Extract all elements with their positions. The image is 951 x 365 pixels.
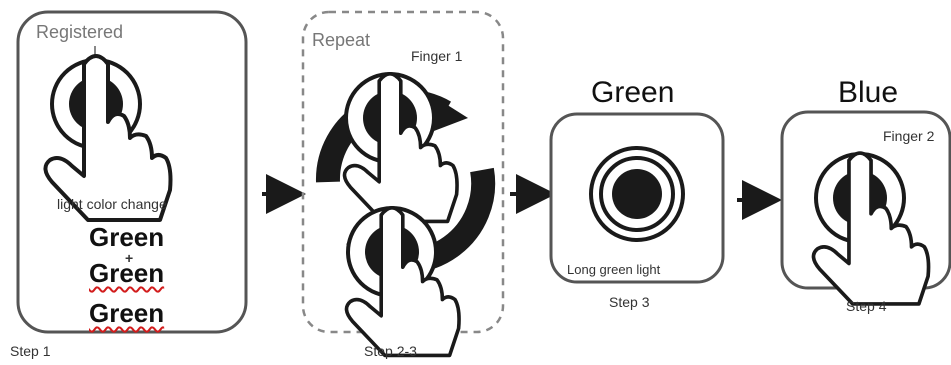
- registered-label: Registered: [36, 22, 124, 42]
- blue-heading: Blue: [838, 76, 899, 109]
- finger-1-label: Finger 1: [411, 48, 463, 64]
- color-label-green-1: Green: [89, 222, 165, 252]
- step-4-label: Step 4: [846, 298, 887, 314]
- long-green-light-label: Long green light: [567, 262, 661, 277]
- step-1-label: Step 1: [10, 343, 51, 359]
- color-label-green-2: Green: [89, 258, 165, 288]
- green-heading: Green: [591, 76, 675, 109]
- finger-2-label: Finger 2: [883, 128, 935, 144]
- light-color-change-label: light color change: [57, 196, 167, 212]
- indicator-light-icon: [589, 146, 685, 242]
- fingerprint-press-icon: [344, 206, 461, 358]
- fingerprint-press-icon: [342, 72, 459, 224]
- panel-repeat-frame: [301, 10, 505, 334]
- step-2-3-label: Step 2-3: [364, 343, 417, 359]
- plus-sign: +: [125, 250, 134, 266]
- color-label-green-3: Green: [89, 298, 165, 328]
- step-3-label: Step 3: [609, 294, 650, 310]
- repeat-label: Repeat: [312, 30, 371, 50]
